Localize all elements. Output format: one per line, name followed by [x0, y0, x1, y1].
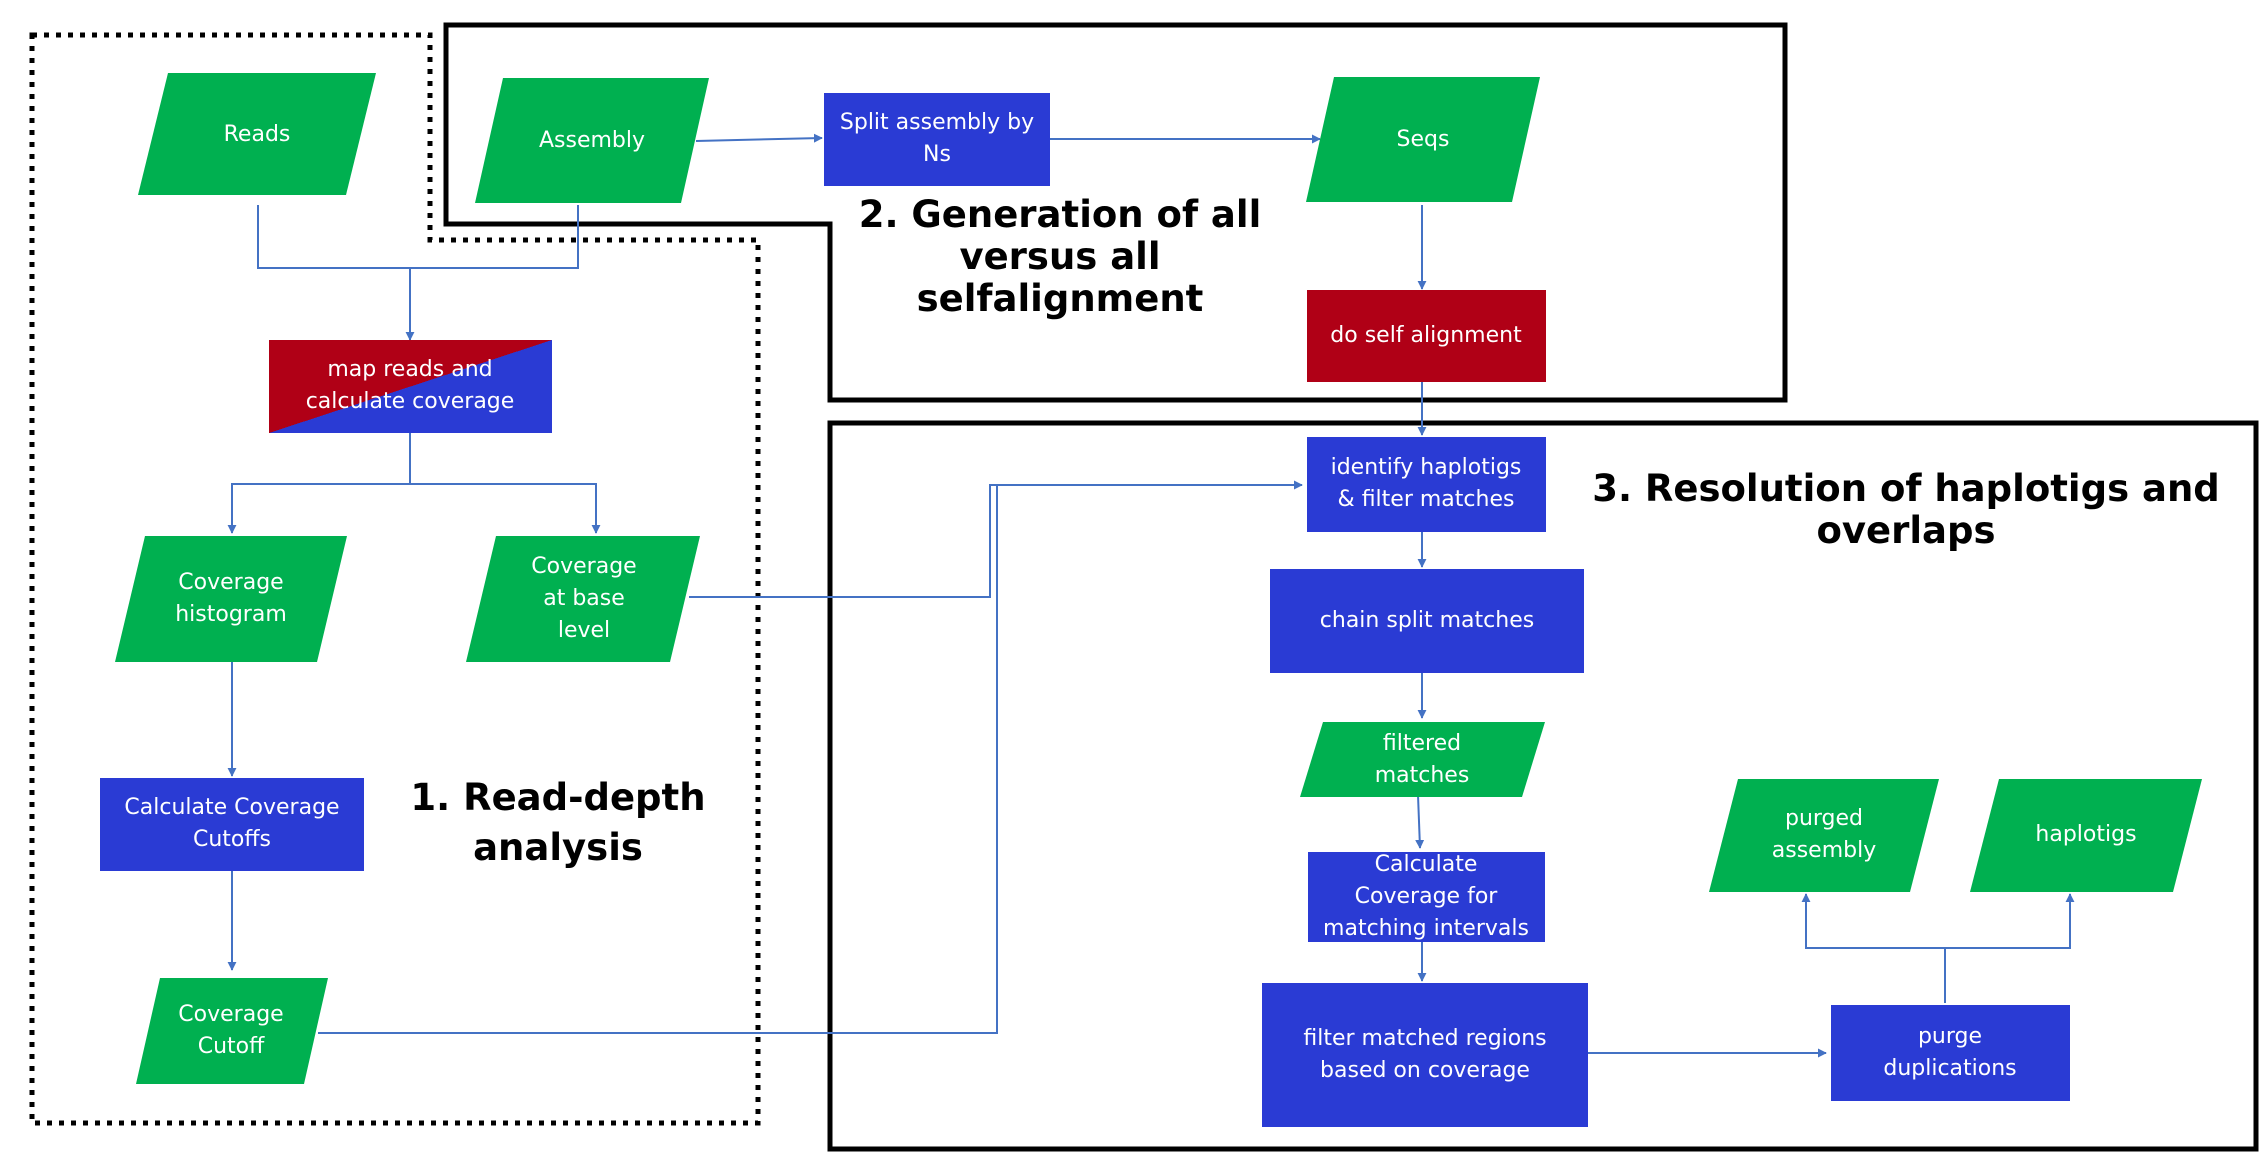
node-selfalign-label: do self alignment: [1330, 323, 1522, 348]
node-identify-label: identify haplotigs & filter matches: [1331, 455, 1522, 512]
node-calccut-label-line: Calculate Coverage: [124, 795, 339, 820]
node-assembly-shape: [475, 78, 709, 203]
node-filtered-label: filtered matches: [1375, 731, 1470, 788]
node-seqs-label: Seqs: [1397, 127, 1450, 152]
node-cutoff-label-line: Cutoff: [198, 1034, 265, 1059]
node-purged-shape: [1709, 779, 1939, 892]
node-reads-label: Reads: [224, 122, 291, 147]
node-cutoff-shape: [136, 978, 328, 1084]
section-2-title-line: versus all: [959, 235, 1160, 278]
node-covbase-label-line: level: [558, 618, 610, 643]
edge-reads-to-map: [257, 205, 410, 269]
node-haplotigs-label: haplotigs: [2035, 822, 2136, 847]
node-filtered-label-line: matches: [1375, 763, 1470, 788]
section-3-title-line: 3. Resolution of haplotigs and: [1592, 467, 2220, 510]
node-calcint-label-line: Coverage for: [1355, 884, 1499, 909]
node-reads-shape: [138, 73, 376, 195]
node-calcint-label-line: Calculate: [1375, 852, 1478, 877]
node-split-label: Split assembly by Ns: [840, 110, 1034, 167]
node-calccut-shape: [100, 778, 364, 871]
section-1-title-line: analysis: [473, 826, 643, 869]
node-chain-label-line: chain split matches: [1320, 608, 1534, 633]
section-2-frame: [443, 22, 1788, 403]
node-purge-label-line: purge: [1918, 1024, 1982, 1049]
edge-assembly-to-split: [695, 133, 823, 143]
node-covhist-label: Coverage histogram: [175, 570, 287, 627]
edge-map-to-covbase: [410, 483, 601, 534]
node-calcint-label-line: matching intervals: [1323, 916, 1529, 941]
node-filtered-label-line: filtered: [1383, 731, 1461, 756]
node-purge-label-line: duplications: [1883, 1056, 2016, 1081]
node-covbase-label-line: at base: [543, 586, 625, 611]
node-purge-shape: [1831, 1005, 2070, 1101]
node-covhist-label-line: histogram: [175, 602, 287, 627]
node-assembly-label: Assembly: [539, 128, 645, 153]
section-2-title-line: 2. Generation of all: [859, 193, 1262, 236]
node-haplotigs-shape: [1970, 779, 2202, 892]
node-covbase-label: Coverage at base level: [531, 554, 636, 643]
node-map-label-line: map reads and: [327, 357, 492, 382]
edge-map-to-coverage: [231, 433, 411, 533]
node-split-label-line: Split assembly by: [840, 110, 1034, 135]
node-selfalign-shape: [1307, 290, 1546, 382]
node-covhist-label-line: Coverage: [178, 570, 283, 595]
nodes: Reads Assembly Seqs Coverage histogram Co…: [100, 73, 2202, 1127]
edge-cutoff-to-identify: [318, 485, 998, 1034]
node-calccut-label-line: Cutoffs: [193, 827, 271, 852]
node-seqs-label-line: Seqs: [1397, 127, 1450, 152]
node-reads-label-line: Reads: [224, 122, 291, 147]
section-1-frame: [29, 32, 761, 1126]
node-map-label: map reads and calculate coverage: [306, 357, 515, 414]
node-purged-label-line: purged: [1785, 806, 1863, 831]
node-selfalign-label-line: do self alignment: [1330, 323, 1522, 348]
node-covbase-label-line: Coverage: [531, 554, 636, 579]
node-covbase-shape: [466, 536, 700, 662]
node-calcint-shape: [1308, 852, 1545, 942]
node-purged-label-line: assembly: [1772, 838, 1876, 863]
node-split-label-line: Ns: [923, 142, 951, 167]
section-3-title-line: overlaps: [1816, 509, 1995, 552]
section-1-title-line: 1. Read-depth: [410, 776, 705, 819]
edge-purge-fork: [1801, 893, 1946, 1003]
node-identify-label-line: & filter matches: [1338, 487, 1515, 512]
node-filterreg-label-line: based on coverage: [1320, 1058, 1530, 1083]
node-haplotigs-label-line: haplotigs: [2035, 822, 2136, 847]
node-identify-shape: [1307, 437, 1546, 532]
node-chain-shape: [1270, 569, 1584, 673]
edge-covbase-to-identify: [689, 480, 1303, 598]
node-filterreg-label: filter matched regions based on coverage: [1303, 1026, 1546, 1083]
node-cutoff-label-line: Coverage: [178, 1002, 283, 1027]
node-split-shape: [824, 93, 1050, 186]
section-3-frame: [827, 420, 2259, 1152]
node-seqs-shape: [1306, 77, 1540, 202]
node-identify-label-line: identify haplotigs: [1331, 455, 1522, 480]
edge-purge-to-haplotigs: [1945, 893, 2075, 949]
edge-filtered-to-calcint: [1415, 794, 1425, 849]
edge-assembly-to-map: [405, 205, 579, 341]
node-assembly-label-line: Assembly: [539, 128, 645, 153]
section-1-title: 1. Read-depth analysis: [410, 776, 705, 869]
node-filtered-shape: [1300, 722, 1545, 797]
node-covhist-shape: [115, 536, 347, 662]
edges: [227, 133, 2075, 1058]
node-purged-label: purged assembly: [1772, 806, 1876, 863]
section-2-title-line: selfalignment: [917, 277, 1204, 320]
node-purge-label: purge duplications: [1883, 1024, 2016, 1081]
node-map-shape: [269, 340, 552, 433]
node-filterreg-shape: [1262, 983, 1588, 1127]
node-chain-label: chain split matches: [1320, 608, 1534, 633]
node-map-label-line: calculate coverage: [306, 389, 515, 414]
node-filterreg-label-line: filter matched regions: [1303, 1026, 1546, 1051]
